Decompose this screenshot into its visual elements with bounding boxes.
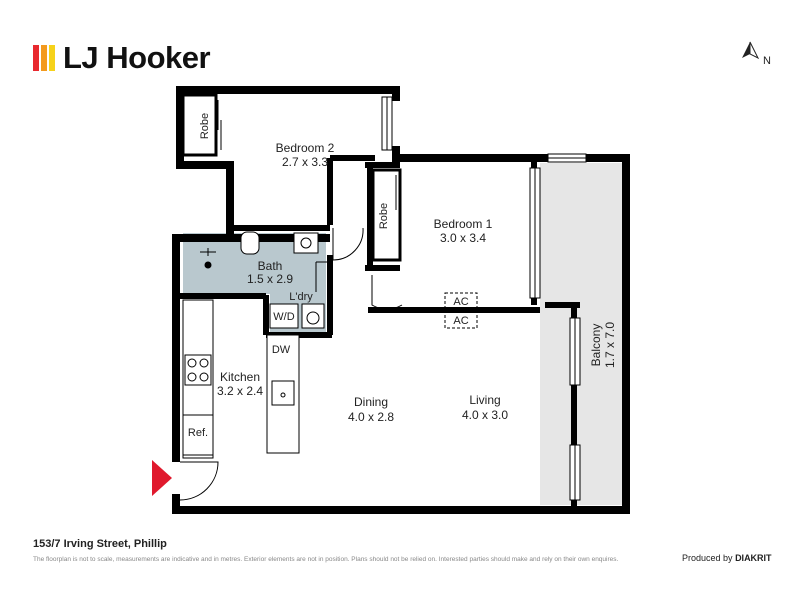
producer-credit: Produced by DIAKRIT <box>682 553 772 563</box>
logo-bar-red <box>33 45 39 71</box>
shower-drain <box>204 261 212 269</box>
balcony-size: 1.7 x 7.0 <box>603 322 617 368</box>
bath-size: 1.5 x 2.9 <box>247 272 293 286</box>
bath-area <box>183 233 326 294</box>
ac-unit-2 <box>444 311 478 329</box>
door-bedroom1 <box>371 275 403 310</box>
kitchen-name: Kitchen <box>220 370 260 384</box>
toilet <box>240 231 260 255</box>
entry-arrow-icon <box>152 460 172 496</box>
bedroom1-name: Bedroom 1 <box>434 217 493 231</box>
wd-label: W/D <box>273 311 294 323</box>
bedroom2-wall <box>176 86 384 239</box>
bedroom2-size: 2.7 x 3.3 <box>282 155 328 169</box>
north-arrow-icon <box>742 41 760 60</box>
door-bath <box>315 261 330 292</box>
robe-bedroom2 <box>181 93 218 157</box>
dw-label: DW <box>272 344 291 356</box>
washer-dryer <box>269 303 299 329</box>
fridge <box>182 414 214 456</box>
logo-bar-yellow <box>49 45 55 71</box>
robe-label-1: Robe <box>199 113 211 139</box>
brand-name: LJ Hooker <box>63 40 211 75</box>
robe-bedroom1 <box>371 168 402 262</box>
bedroom1-size: 3.0 x 3.4 <box>440 231 486 245</box>
bedroom2-name: Bedroom 2 <box>276 141 335 155</box>
balcony-name: Balcony <box>589 324 603 367</box>
logo-bar-orange <box>41 45 47 71</box>
living-name: Living <box>469 393 500 407</box>
producer-brand: DIAKRIT <box>735 553 772 563</box>
ac-label-1: AC <box>453 296 468 308</box>
living-size: 4.0 x 3.0 <box>462 408 508 422</box>
brand-logo-mark <box>33 45 55 71</box>
north-label: N <box>763 55 771 67</box>
balcony-area <box>540 163 628 505</box>
disclaimer-text: The floorplan is not to scale, measureme… <box>33 556 619 563</box>
robe-label-2: Robe <box>378 203 390 229</box>
ac-unit-1 <box>444 292 478 310</box>
dining-size: 4.0 x 2.8 <box>348 410 394 424</box>
brand-logo: LJ Hooker <box>33 40 211 75</box>
cooktop <box>184 354 212 386</box>
kitchen-size: 3.2 x 2.4 <box>217 384 263 398</box>
door-bedroom2 <box>332 227 364 261</box>
dining-name: Dining <box>354 395 388 409</box>
property-address: 153/7 Irving Street, Phillip <box>33 538 167 550</box>
ac-label-2: AC <box>453 315 468 327</box>
bath-name: Bath <box>258 259 283 273</box>
producer-label: Produced by <box>682 553 733 563</box>
fridge-label: Ref. <box>188 427 208 439</box>
door-entry <box>179 461 219 501</box>
laundry-label: L'dry <box>289 291 313 303</box>
